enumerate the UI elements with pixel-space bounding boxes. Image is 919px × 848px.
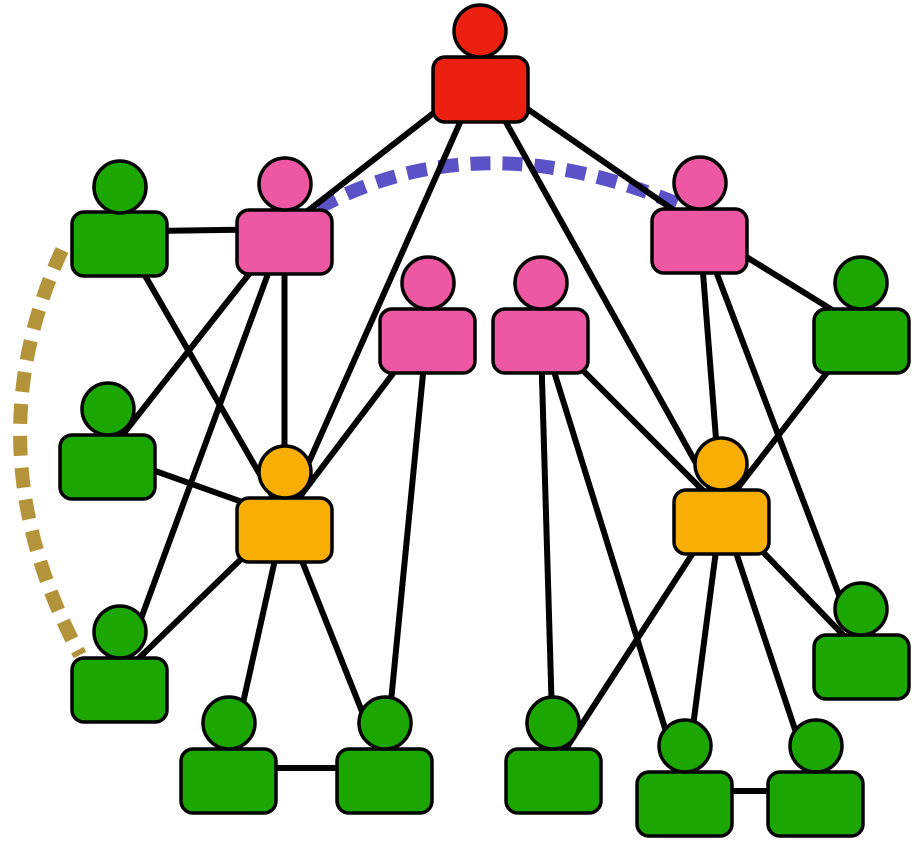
person-body — [812, 633, 911, 701]
person-head — [513, 255, 569, 311]
person-body — [491, 307, 590, 375]
person-head — [400, 255, 456, 311]
person-head — [525, 695, 581, 751]
person-body — [504, 747, 603, 815]
person-head — [257, 444, 313, 500]
edge-red-root-to-orange-right — [477, 75, 725, 511]
person-body — [235, 496, 334, 564]
person-head — [833, 581, 889, 637]
person-icon-green-top-left — [70, 159, 169, 278]
person-head — [357, 695, 413, 751]
person-icon-green-bottom-4 — [635, 718, 734, 838]
edge-pink-mid-right-to-green-bottom-4 — [537, 327, 688, 792]
person-icon-pink-mid-right — [491, 255, 590, 375]
person-body — [812, 307, 911, 375]
person-body — [378, 307, 477, 375]
person-body — [58, 433, 157, 501]
person-head — [92, 159, 148, 215]
person-body — [672, 488, 771, 556]
nodes — [58, 3, 911, 838]
person-body — [766, 770, 865, 838]
person-head — [257, 156, 313, 212]
person-head — [693, 436, 749, 492]
person-icon-green-mid-left — [58, 381, 157, 501]
person-icon-orange-right — [672, 436, 771, 556]
person-icon-green-bottom-1 — [179, 695, 278, 815]
dashed-link-pink-left-to-pink-right — [314, 156, 683, 215]
person-icon-pink-right — [650, 155, 749, 275]
person-head — [92, 604, 148, 660]
person-head — [80, 381, 136, 437]
person-icon-green-right-lower — [812, 581, 911, 701]
edges — [105, 74, 865, 794]
edge-pink-mid-right-to-green-bottom-3 — [537, 327, 557, 769]
person-head — [452, 3, 508, 59]
person-icon-green-right-upper — [812, 255, 911, 375]
edge-green-top-left-to-orange-left — [116, 229, 288, 519]
person-icon-green-bottom-3 — [504, 695, 603, 815]
person-body — [650, 207, 749, 275]
person-icon-green-bottom-5 — [766, 718, 865, 838]
person-head — [672, 155, 728, 211]
person-head — [788, 718, 844, 774]
person-body — [335, 747, 434, 815]
person-body — [179, 747, 278, 815]
person-head — [833, 255, 889, 311]
dashed-link-green-top-left-to-green-low-left — [13, 247, 87, 659]
edge-pink-left-to-green-low-left — [116, 227, 288, 679]
person-icon-green-low-left — [70, 604, 169, 724]
dashed-links — [13, 156, 683, 659]
person-icon-orange-left — [235, 444, 334, 564]
person-body — [431, 55, 530, 124]
person-icon-green-bottom-2 — [335, 695, 434, 815]
person-body — [70, 656, 169, 724]
person-head — [201, 695, 257, 751]
edge-red-root-to-orange-left — [281, 75, 484, 519]
person-icon-red-root — [431, 3, 530, 124]
person-body — [635, 770, 734, 838]
edge-pink-right-to-green-right-lower — [696, 226, 865, 656]
person-body — [235, 208, 334, 276]
person-icon-pink-mid-left — [378, 255, 477, 375]
person-icon-pink-left — [235, 156, 334, 276]
person-body — [70, 210, 169, 278]
edge-pink-mid-left-to-green-bottom-2 — [381, 327, 431, 769]
person-head — [657, 718, 713, 774]
